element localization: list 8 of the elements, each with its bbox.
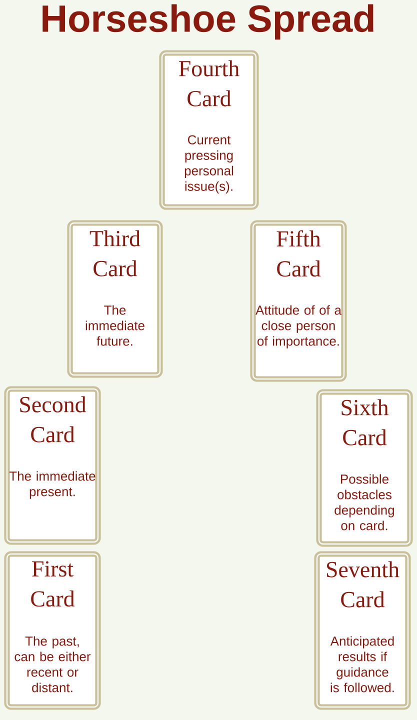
card: First Card The past, can be either recent or distant. <box>4 551 101 710</box>
card: Fifth Card Attitude of of a close person of importance. <box>250 220 347 382</box>
card: Fourth Card Current pressing personal issue(s). <box>159 50 259 210</box>
card: Second Card The immediate present. <box>4 386 101 545</box>
card: Seventh Card Anticipated results if guidance is followed. <box>314 551 411 710</box>
title: Horseshoe Spread <box>42 4 374 40</box>
card: Sixth Card Possible obstacles depending on card. <box>316 389 413 547</box>
card: Third Card The immediate future. <box>67 220 163 378</box>
